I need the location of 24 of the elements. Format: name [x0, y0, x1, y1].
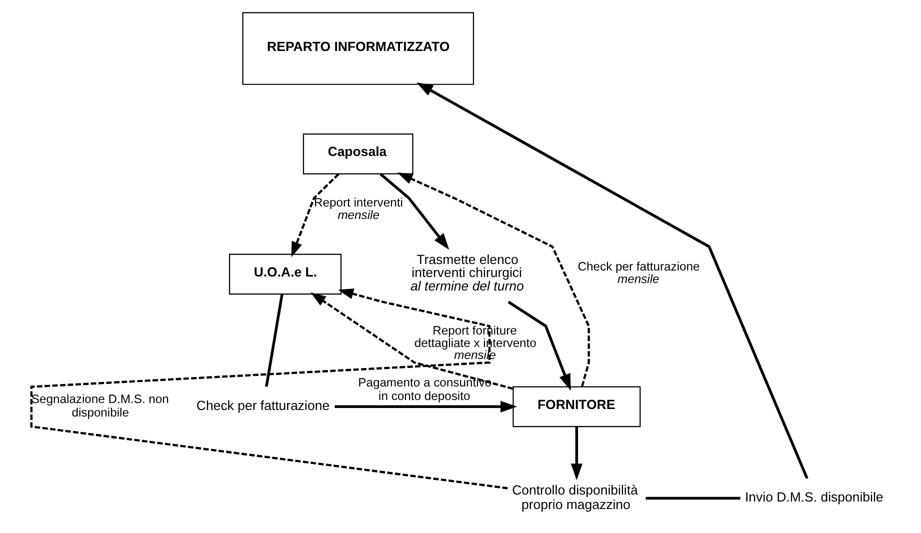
connector	[646, 496, 740, 500]
node-box: FORNITORE	[512, 386, 641, 428]
arrow	[570, 426, 582, 480]
node-text: Controllo disponibilità proprio magazzino	[512, 482, 638, 512]
node-box: Caposala	[302, 134, 414, 174]
node-text: Invio D.M.S. disponibile	[744, 490, 884, 505]
arrow	[380, 172, 450, 250]
edge-label: Report forniture dettagliate x intervento mensile	[414, 324, 536, 362]
node-text: Trasmette elenco interventi chirurgici al termine del turno	[410, 252, 524, 294]
arrow	[310, 292, 514, 390]
node-text: Check per fatturazione	[196, 398, 330, 414]
edge-label: Pagamento a consuntivo in conto deposito	[358, 376, 492, 403]
arrow	[416, 82, 808, 479]
edge-label: Report interventi mensile	[314, 196, 403, 222]
node-box: REPARTO INFORMATIZZATO	[242, 12, 474, 85]
connector	[265, 294, 284, 387]
arrow	[30, 288, 508, 490]
edge-label: Check per fatturazione mensile	[578, 260, 700, 286]
arrow	[334, 400, 518, 412]
arrow	[508, 300, 571, 391]
arrow	[397, 172, 590, 387]
edge-label: Segnalazione D.M.S. non disponibile	[31, 392, 169, 420]
arrow	[291, 173, 340, 258]
node-box: U.O.A.e L.	[228, 254, 342, 295]
